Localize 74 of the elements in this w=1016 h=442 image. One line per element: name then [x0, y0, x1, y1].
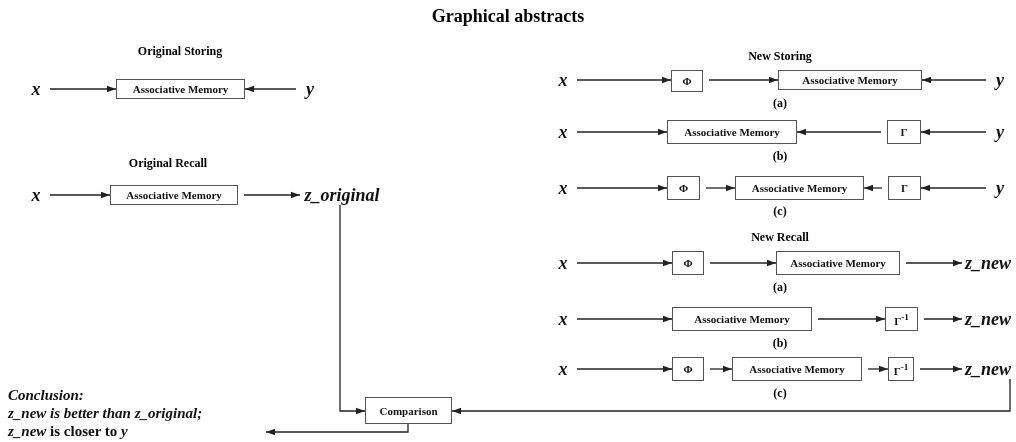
- arrow: [863, 184, 883, 192]
- arrow: [923, 315, 963, 323]
- arrow: [451, 378, 1011, 415]
- arrow: [709, 365, 733, 373]
- subfigure-label: (c): [773, 386, 787, 401]
- section-heading: Original Recall: [128, 156, 208, 171]
- arrow: [243, 191, 301, 199]
- process-box: Associative Memory: [778, 70, 922, 90]
- subfigure-label: (c): [773, 204, 787, 219]
- arrow: [921, 76, 987, 84]
- arrow: [905, 259, 963, 267]
- arrow: [576, 128, 668, 136]
- variable-label: z_original: [300, 185, 384, 205]
- section-heading: New Recall: [751, 230, 809, 245]
- arrow: [576, 365, 673, 373]
- arrow: [576, 315, 673, 323]
- subfigure-label: (b): [772, 149, 788, 164]
- arrow: [265, 423, 409, 436]
- subfigure-label: (b): [772, 336, 788, 351]
- conclusion-heading: Conclusion:: [8, 386, 84, 404]
- arrow: [708, 76, 779, 84]
- variable-label: x: [555, 309, 571, 329]
- diagram-title: Graphical abstracts: [431, 6, 585, 27]
- arrow: [867, 365, 889, 373]
- variable-label: y: [992, 70, 1008, 90]
- arrow: [919, 365, 963, 373]
- process-box: Φ: [672, 357, 704, 381]
- variable-label: x: [555, 359, 571, 379]
- process-box: Associative Memory: [667, 120, 797, 144]
- variable-label: z_new: [962, 253, 1014, 273]
- process-box: Γ$^{-1}$: [888, 357, 914, 381]
- process-box: Φ: [672, 251, 704, 275]
- arrow: [709, 259, 777, 267]
- arrow: [576, 184, 668, 192]
- process-box: Associative Memory: [776, 251, 900, 275]
- variable-label: x: [28, 79, 44, 99]
- arrow: [920, 128, 987, 136]
- variable-label: y: [992, 122, 1008, 142]
- variable-label: x: [28, 185, 44, 205]
- variable-label: x: [555, 178, 571, 198]
- variable-label: x: [555, 253, 571, 273]
- process-box: Γ$^{-1}$: [885, 307, 918, 331]
- variable-label: x: [555, 122, 571, 142]
- arrow: [796, 128, 882, 136]
- variable-label: y: [992, 178, 1008, 198]
- process-box: Associative Memory: [732, 357, 862, 381]
- conclusion-text: z_new is better than z_original;: [8, 404, 203, 422]
- arrow: [920, 184, 987, 192]
- arrow: [705, 184, 736, 192]
- process-box: Γ: [888, 176, 921, 200]
- arrow: [49, 85, 117, 93]
- variable-label: z_new: [962, 309, 1014, 329]
- process-box: Associative Memory: [116, 79, 245, 99]
- arrow: [576, 259, 673, 267]
- subfigure-label: (a): [773, 280, 787, 295]
- subfigure-label: (a): [773, 96, 787, 111]
- process-box: Associative Memory: [735, 176, 864, 200]
- process-box: Γ: [887, 120, 921, 144]
- variable-label: z_new: [962, 359, 1014, 379]
- section-heading: New Storing: [748, 49, 812, 64]
- variable-label: y: [302, 79, 318, 99]
- process-box: Associative Memory: [672, 307, 812, 331]
- arrow: [49, 191, 111, 199]
- process-box: Φ: [671, 70, 703, 92]
- arrow: [339, 204, 366, 415]
- process-box: Φ: [667, 176, 700, 200]
- arrow: [817, 315, 886, 323]
- conclusion-text: z_new is closer to y: [8, 422, 128, 440]
- section-heading: Original Storing: [137, 44, 223, 59]
- process-box: Comparison: [365, 397, 452, 424]
- variable-label: x: [555, 70, 571, 90]
- arrow: [244, 85, 297, 93]
- process-box: Associative Memory: [110, 185, 238, 205]
- arrow: [576, 76, 672, 84]
